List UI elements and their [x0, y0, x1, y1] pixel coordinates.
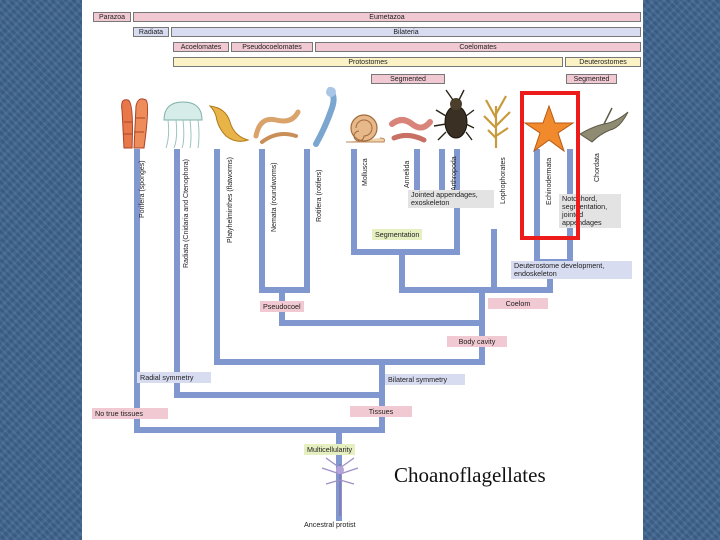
taxon-rotifera: Rotifera (rotifers) [316, 169, 323, 222]
label-radial-symmetry: Radial symmetry [137, 372, 211, 383]
slide-canvas: Parazoa Eumetazoa Radiata Bilateria Acoe… [82, 0, 643, 540]
label-deuterostome-development: Deuterostome development, endoskeleton [511, 261, 632, 279]
taxon-annelida: Annelida [404, 160, 411, 188]
pseudocoelomates-bar: Pseudocoelomates [231, 42, 313, 52]
taxon-porifera: Porifera (sponges) [139, 160, 146, 218]
label-segmentation: Segmentation [372, 229, 423, 240]
radiata-bar: Radiata [133, 27, 169, 37]
taxon-chordata: Chordata [594, 153, 601, 182]
segmented-bar-protostome: Segmented [371, 74, 445, 84]
coelomates-bar: Coelomates [315, 42, 641, 52]
label-no-true-tissues: No true tissues [92, 408, 168, 419]
deuterostomes-bar: Deuterostomes [565, 57, 641, 67]
roundworm-illustration [253, 109, 301, 144]
earthworm-illustration [389, 117, 433, 143]
sponge-illustration [121, 98, 149, 149]
protostomes-bar: Protostomes [173, 57, 563, 67]
taxon-platyhelminthes: Platyhelminthes (flatworms) [227, 157, 234, 243]
label-ancestral-protist: Ancestral protist [304, 520, 356, 529]
choanoflagellate-illustration [321, 457, 359, 516]
taxon-lophophorates: Lophophorates [500, 157, 507, 204]
label-jointed-appendages: Jointed appendages, exoskeleton [408, 190, 494, 208]
bilateria-bar: Bilateria [171, 27, 641, 37]
label-pseudocoel: Pseudocoel [260, 301, 304, 312]
flatworm-illustration [208, 105, 250, 142]
caption-choanoflagellates: Choanoflagellates [394, 463, 546, 487]
hummingbird-illustration [579, 107, 629, 143]
segmented-bar-chordate: Segmented [566, 74, 617, 84]
taxon-mollusca: Mollusca [362, 158, 369, 186]
sea-star-illustration [523, 104, 575, 153]
label-multicellularity: Multicellularity [304, 444, 356, 455]
beetle-illustration [433, 89, 475, 141]
snail-illustration [346, 114, 385, 143]
lophophorate-illustration [483, 95, 511, 148]
label-tissues: Tissues [350, 406, 412, 417]
taxon-radiata: Radiata (Cnidaria and Ctenophora) [183, 159, 190, 268]
eumetazoa-bar: Eumetazoa [133, 12, 641, 22]
label-bilateral-symmetry: Bilateral symmetry [385, 374, 465, 385]
taxon-nemata: Nemata (roundworms) [271, 162, 278, 232]
jellyfish-illustration [163, 101, 203, 149]
lophophorate-dashes [491, 238, 497, 251]
label-coelom: Coelom [488, 298, 548, 309]
label-body-cavity: Body cavity [447, 336, 507, 347]
echinodermata-highlight-box [520, 91, 580, 240]
taxon-arthropoda: Arthropoda [451, 156, 458, 191]
parazoa-bar: Parazoa [93, 12, 131, 22]
acoelomates-bar: Acoelomates [173, 42, 229, 52]
rotifer-illustration [313, 87, 337, 147]
